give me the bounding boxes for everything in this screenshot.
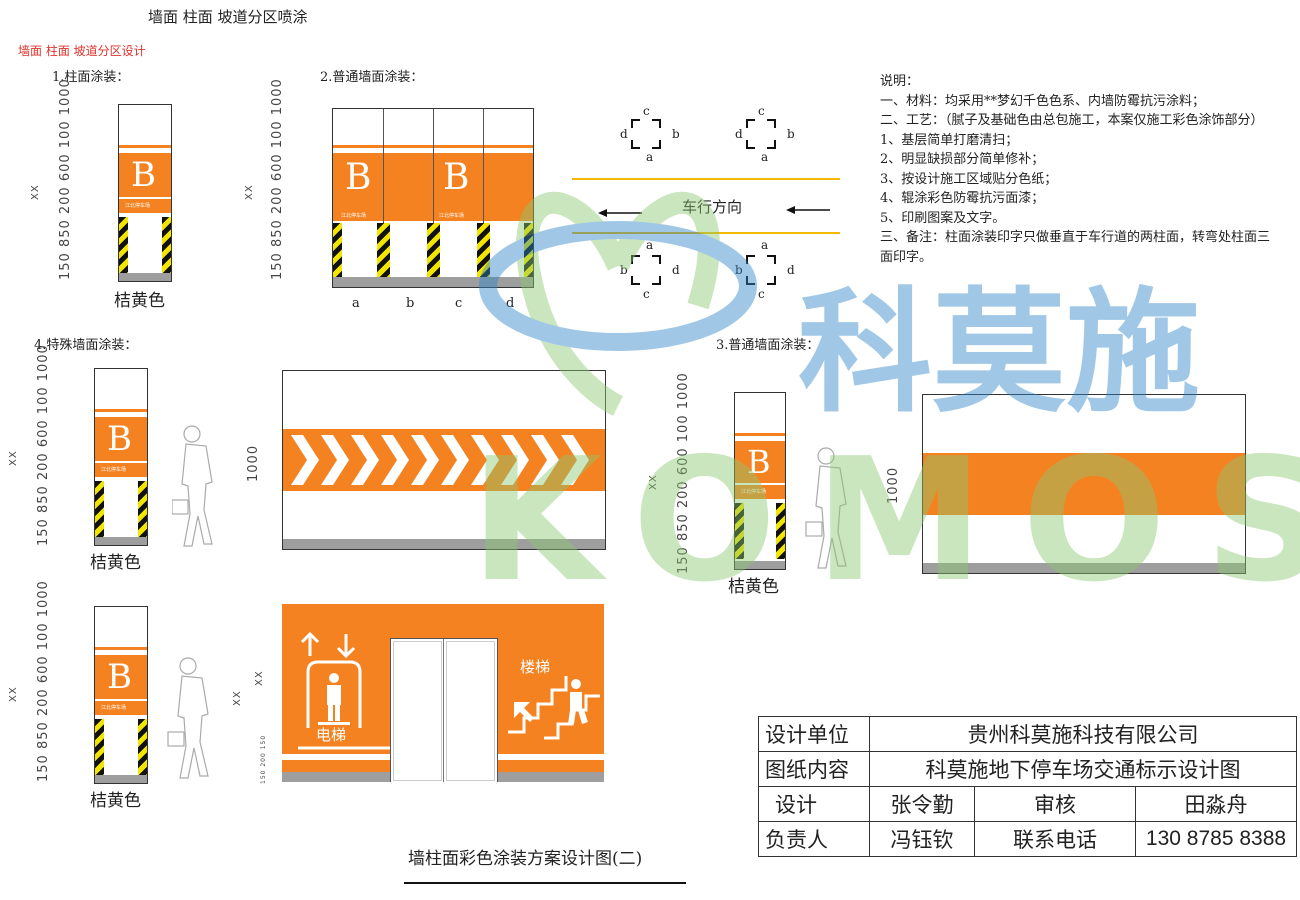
- content-label: 图纸内容: [758, 751, 870, 787]
- chevron-band: [283, 429, 605, 491]
- title-block: 设计单位 贵州科莫施科技有限公司 图纸内容 科莫施地下停车场交通标示设计图 设计…: [758, 716, 1297, 857]
- face-a: a: [352, 296, 360, 311]
- note-line: 5、印刷图案及文字。: [880, 210, 1006, 226]
- note-line: 二、工艺：（腻子及基础色由总包施工，本案仅施工彩色涂饰部分）: [880, 113, 1264, 128]
- stairs-sign-icon: [508, 676, 600, 740]
- drawing-title-underline: [404, 882, 686, 884]
- traffic-direction: 车行方向: [682, 198, 743, 216]
- phone-label: 联系电话: [974, 821, 1136, 857]
- pillar-1: B 江北停车场: [118, 104, 172, 282]
- door: [390, 638, 498, 782]
- drawing-content: 科莫施地下停车场交通标示设计图: [869, 751, 1297, 787]
- stairs-label: 楼梯: [520, 658, 551, 676]
- section-pillar: 1.柱面涂装：: [52, 70, 130, 85]
- note-line: 面印字。: [880, 249, 933, 265]
- elevator-stairs-wall: 电梯 楼梯: [282, 604, 604, 782]
- pillar-4b: B 江北停车场: [94, 606, 148, 784]
- elevator-sign-icon: [298, 631, 390, 750]
- section-wall-special: 4.特殊墙面涂装：: [34, 338, 138, 353]
- watermark-logo-icon: [479, 191, 757, 416]
- pillar-4a: B 江北停车场: [94, 368, 148, 546]
- reviewer-label: 审核: [974, 786, 1136, 822]
- designer: 张令勤: [869, 786, 975, 822]
- design-unit-label: 设计单位: [758, 716, 870, 752]
- lane-line-top: [572, 178, 840, 180]
- reviewer: 田淼舟: [1135, 786, 1297, 822]
- note-line: 三、备注：柱面涂装印字只做垂直于车行道的两柱面，转弯处柱面三: [880, 230, 1271, 245]
- notes-block: 说明： 一、材料：均采用**梦幻千色色系、内墙防霉抗污涂料； 二、工艺：（腻子及…: [880, 72, 1300, 267]
- arrow-left-icon-2: [786, 200, 830, 219]
- face-c: c: [455, 296, 463, 311]
- wall2-panel: B B 江北停车场 江北停车场: [332, 108, 534, 288]
- face-b: b: [406, 296, 415, 311]
- page-title: 墙面 柱面 坡道分区喷涂: [148, 8, 308, 26]
- note-line: 一、材料：均采用**梦幻千色色系、内墙防霉抗污涂料；: [880, 93, 1206, 109]
- drawing-title: 墙柱面彩色涂装方案设计图(二): [408, 849, 643, 869]
- person-figure-icon-2: [166, 656, 222, 786]
- normal-wall-3: [922, 394, 1246, 574]
- person-figure-icon-3: [800, 446, 856, 576]
- watermark-en: KOMOS: [470, 422, 1300, 620]
- phone: 130 8785 8388: [1135, 821, 1297, 857]
- chevron-wall: [282, 370, 606, 550]
- section-wall-normal-3: 3.普通墙面涂装：: [716, 338, 820, 353]
- note-line: 2、明显缺损部分简单修补；: [880, 152, 1045, 167]
- owner: 冯钰钦: [869, 821, 975, 857]
- person-figure-icon: [171, 424, 228, 554]
- note-line: 说明：: [880, 74, 920, 89]
- note-line: 1、基层简单打磨清扫；: [880, 132, 1019, 148]
- pillar-dims: 150 850 200 600 100 1000: [58, 78, 73, 280]
- pillar-caption: 桔黄色: [114, 291, 165, 311]
- designer-label: 设计: [758, 786, 870, 822]
- wall2-dims: 150 850 200 600 100 1000: [270, 78, 285, 280]
- watermark-cn: 科莫施: [798, 275, 1201, 431]
- page-subtitle: 墙面 柱面 坡道分区设计: [18, 44, 146, 58]
- owner-label: 负责人: [758, 821, 870, 857]
- design-unit: 贵州科莫施科技有限公司: [869, 716, 1297, 752]
- pillar-letter: B: [131, 155, 156, 195]
- note-line: 3、按设计施工区域贴分色纸；: [880, 171, 1058, 187]
- pillar-xx: XX: [30, 184, 41, 200]
- pillar-3: B 江北停车场: [734, 392, 786, 570]
- face-d: d: [506, 296, 515, 311]
- arrow-left-icon: [598, 203, 642, 222]
- elevator-label: 电梯: [316, 726, 347, 744]
- section-wall-normal: 2.普通墙面涂装：: [320, 70, 424, 85]
- lane-line-bottom: [572, 232, 840, 234]
- note-line: 4、辊涂彩色防霉抗污面漆；: [880, 191, 1045, 206]
